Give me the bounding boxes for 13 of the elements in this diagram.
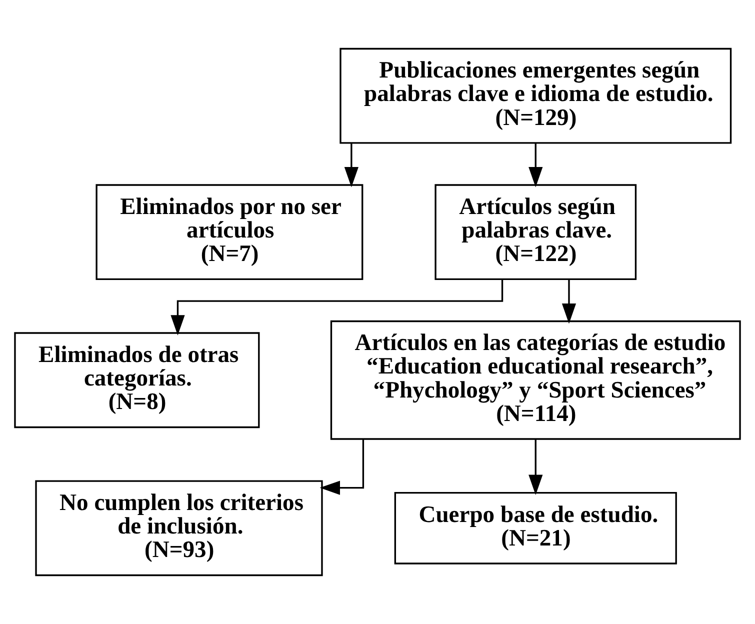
arrow bbox=[344, 144, 358, 188]
arrow bbox=[562, 280, 576, 324]
node-box: Artículos en las categorías de estudio “Education educational research”, “Phychology” y “Sport Sciences” (N=114) bbox=[330, 320, 741, 440]
arrow bbox=[170, 279, 504, 336]
node-box: Artículos según palabras clave. (N=122) bbox=[434, 184, 637, 280]
arrow bbox=[320, 440, 364, 495]
node-box: No cumplen los criterios de inclusión. (N=93) bbox=[35, 480, 323, 576]
node-box: Publicaciones emergentes según palabras clave e idioma de estudio. (N=129) bbox=[340, 48, 732, 144]
node-box: Eliminados por no ser artículos (N=7) bbox=[96, 184, 364, 280]
node-box: Cuerpo base de estudio. (N=21) bbox=[394, 492, 677, 564]
arrow bbox=[528, 439, 543, 495]
arrow bbox=[528, 144, 543, 188]
node-box: Eliminados de otras categorías. (N=8) bbox=[14, 332, 260, 428]
